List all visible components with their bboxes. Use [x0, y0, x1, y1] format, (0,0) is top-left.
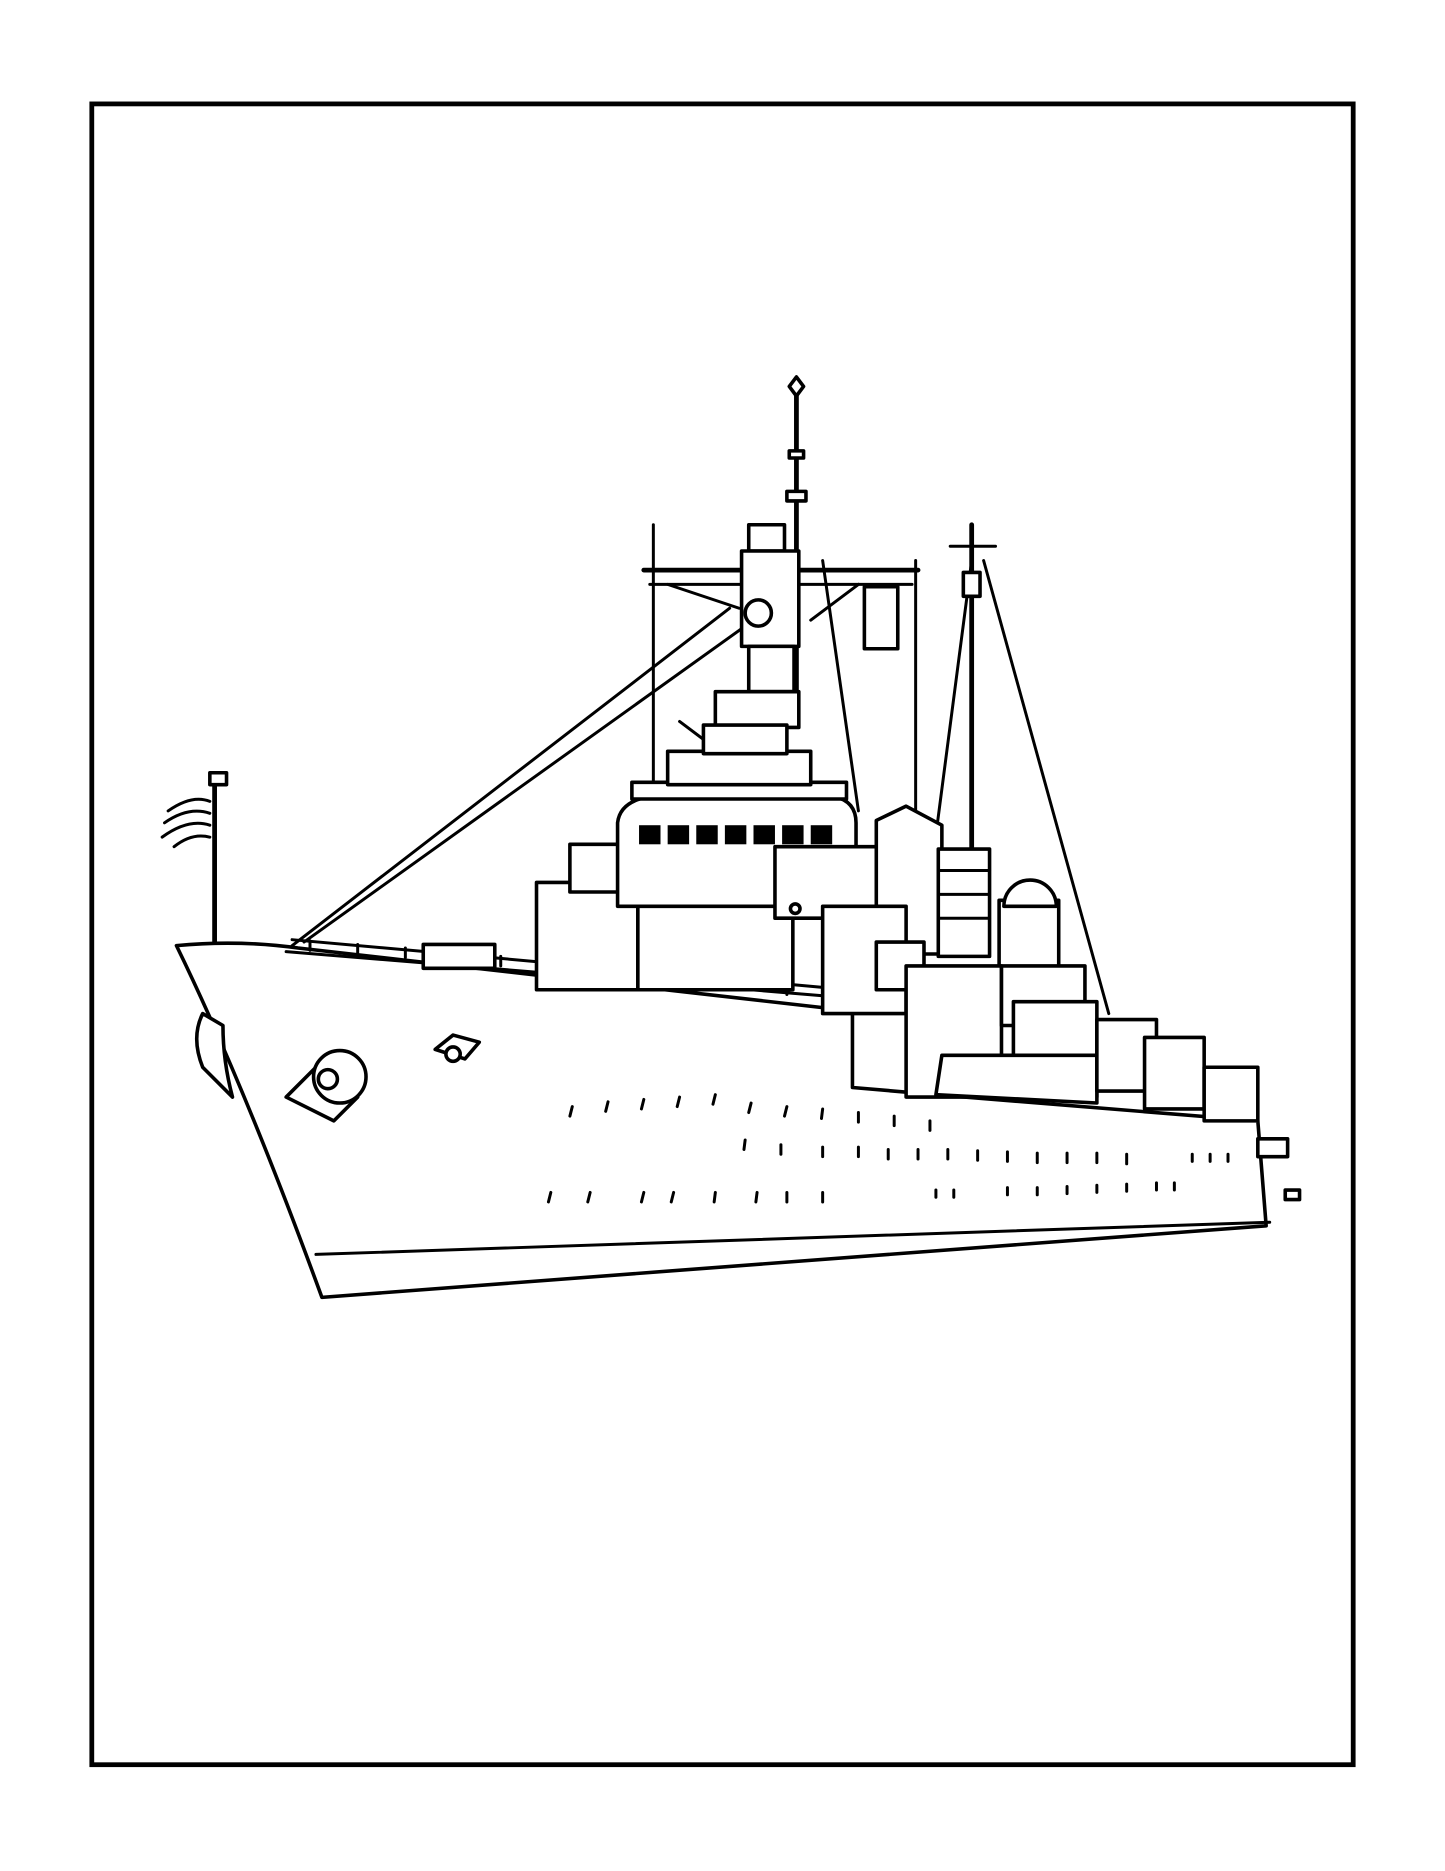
page-border: [89, 101, 1356, 1768]
portholes: [546, 1093, 1230, 1204]
hull: [174, 941, 1302, 1300]
superstructure: [421, 723, 1260, 1123]
fore-mast: [948, 522, 998, 861]
flag: [160, 770, 229, 945]
ship-drawing: [160, 375, 1302, 1300]
rigging-lines: [290, 523, 1111, 1016]
main-mast: [641, 375, 921, 741]
